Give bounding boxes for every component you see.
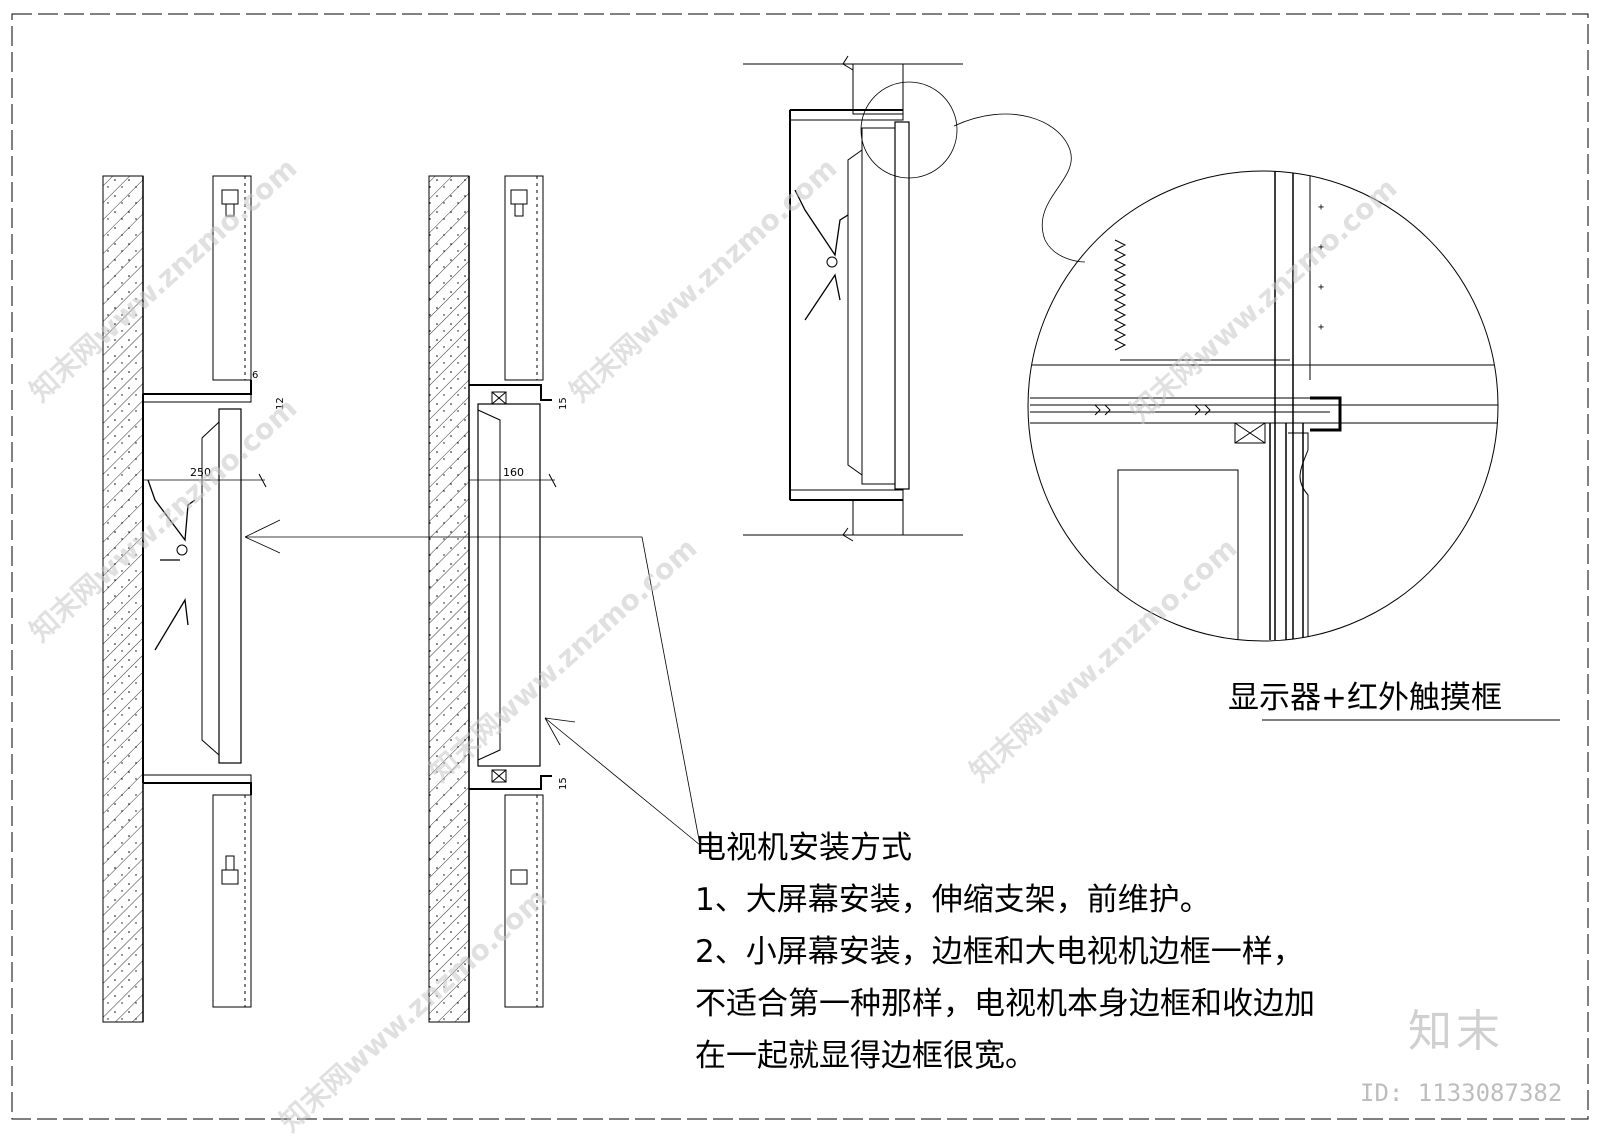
tv-3: [894, 121, 910, 490]
dim-250: 250: [190, 466, 211, 479]
leader-arrows: [245, 536, 701, 846]
section-small-screen: 160 15 15: [428, 175, 569, 1023]
sheet-border: [11, 13, 1589, 1120]
svg-text:+: +: [1318, 202, 1324, 213]
notes-title: 电视机安装方式: [695, 830, 912, 866]
upper-panel-2: [504, 175, 544, 381]
notes-line-2: 2、小屏幕安装，边框和大电视机边框一样，: [695, 934, 1304, 970]
dim-160: 160: [503, 466, 524, 479]
svg-text:+: +: [1318, 242, 1324, 253]
dim-15-bottom: 15: [558, 777, 569, 790]
lower-panel-1: [212, 794, 252, 1008]
svg-text:+: +: [1318, 322, 1324, 333]
detail-leader: [953, 113, 1086, 263]
bracket-3: [794, 189, 849, 321]
notes-line-1: 1、大屏幕安装，伸缩支架，前维护。: [695, 882, 1211, 918]
recess-frame-2: [469, 384, 552, 790]
section-large-screen: 250 6 12: [102, 175, 286, 1023]
tv-2: [477, 403, 541, 767]
svg-text:+: +: [1318, 282, 1324, 293]
dim-12: 12: [275, 397, 286, 410]
bracket-1: [147, 479, 196, 651]
notes-line-4: 在一起就显得边框很宽。: [695, 1038, 1036, 1074]
install-notes: 电视机安装方式 1、大屏幕安装，伸缩支架，前维护。 2、小屏幕安装，边框和大电视…: [695, 822, 1315, 1082]
image-id-label: ID: 1133087382: [1360, 1079, 1563, 1107]
notes-line-3: 不适合第一种那样，电视机本身边框和收边加: [695, 986, 1315, 1022]
detail-caption: 显示器+红外触摸框: [1228, 680, 1502, 716]
brand-watermark: 知末: [1408, 1006, 1504, 1057]
section-touch-frame: [743, 55, 963, 542]
lower-panel-2: [504, 794, 544, 1008]
tv-1: [218, 408, 242, 764]
upper-panel-1: [212, 175, 252, 381]
dim-6: 6: [252, 370, 258, 381]
dim-15-top: 15: [558, 397, 569, 410]
detail-circle: + + + +: [1027, 170, 1499, 642]
